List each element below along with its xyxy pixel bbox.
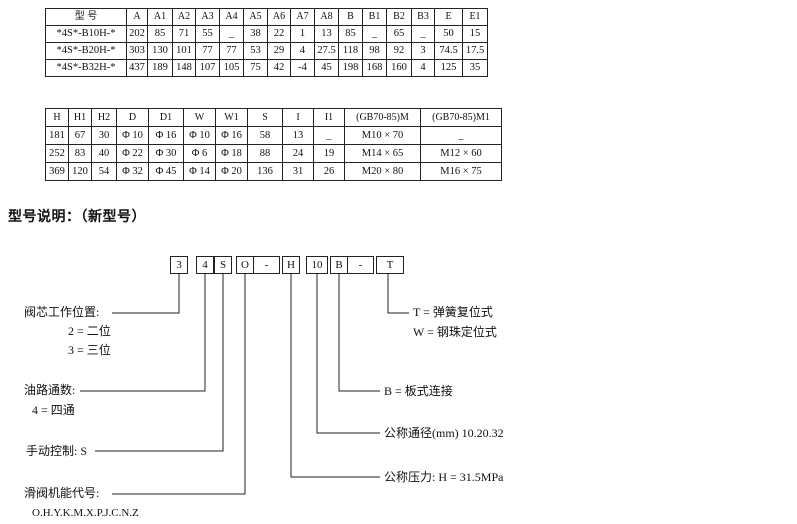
label-nominal-pressure: 公称压力: H = 31.5MPa: [384, 470, 504, 484]
table-cell: M20 × 80: [344, 162, 421, 181]
label-plate-connection: B = 板式连接: [384, 384, 453, 398]
table-cell: -4: [290, 59, 315, 77]
label-steel-ball: W = 钢珠定位式: [413, 325, 497, 339]
code-box-dash-1: -: [254, 256, 280, 274]
code-box-pressure: H: [282, 256, 300, 274]
code-box-connection: B: [330, 256, 348, 274]
label-manual-control: 手动控制: S: [26, 444, 88, 458]
code-box-diameter: 10: [306, 256, 328, 274]
table-cell: 35: [462, 59, 488, 77]
table-cell: 26: [313, 162, 345, 181]
section-title: 型号说明：（新型号）: [8, 209, 146, 225]
label-slide-function: 滑阀机能代号:: [24, 486, 100, 500]
code-box-slide-func: O: [236, 256, 254, 274]
table-cell: 4: [411, 59, 435, 77]
table-cell: 198: [338, 59, 363, 77]
label-positions-3: 3 = 三位: [68, 343, 111, 357]
label-ports: 油路通数:: [24, 383, 76, 397]
label-slide-codes: O.H.Y.K.M.X.P.J.C.N.Z: [32, 507, 139, 519]
code-box-manual: S: [214, 256, 232, 274]
label-ports-4: 4 = 四通: [32, 403, 75, 417]
label-valve-positions: 阀芯工作位置:: [24, 305, 100, 319]
table-cell: M16 × 75: [420, 162, 502, 181]
code-box-ports: 4: [196, 256, 214, 274]
code-box-positions: 3: [170, 256, 188, 274]
table-cell: 160: [386, 59, 412, 77]
table-cell: Φ 45: [148, 162, 184, 181]
code-box-positioning: T: [376, 256, 404, 274]
label-positions-2: 2 = 二位: [68, 324, 111, 338]
table-cell: Φ 20: [215, 162, 248, 181]
label-spring-return: T = 弹簧复位式: [413, 305, 493, 319]
code-box-dash-2: -: [348, 256, 374, 274]
label-nominal-diameter: 公称通径(mm) 10.20.32: [384, 426, 504, 440]
